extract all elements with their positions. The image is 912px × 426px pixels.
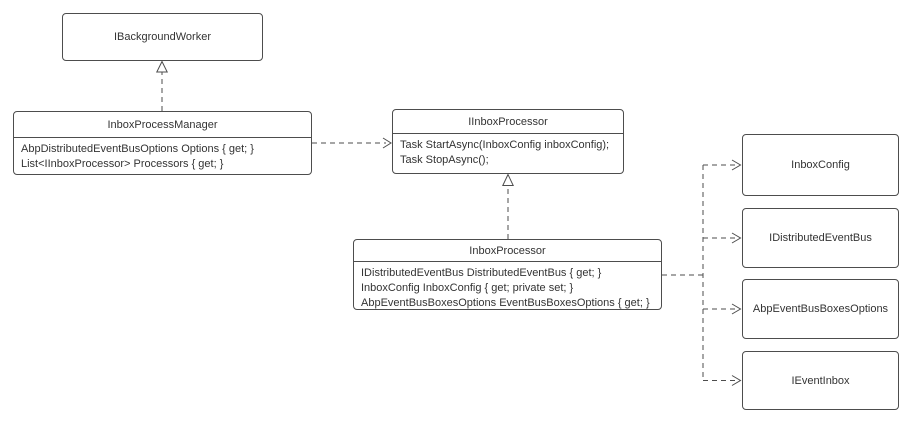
class-member: AbpEventBusBoxesOptions EventBusBoxesOpt… [361, 297, 650, 309]
class-node-iinboxprocessor[interactable]: IInboxProcessor Task StartAsync(InboxCon… [392, 109, 624, 174]
class-title: InboxProcessManager [14, 112, 311, 138]
class-node-ibackgroundworker[interactable]: IBackgroundWorker [62, 13, 263, 61]
edge-dependency-inboxprocessmanager-iinboxprocessor [312, 137, 392, 149]
class-title: IBackgroundWorker [113, 31, 211, 43]
class-member: IDistributedEventBus DistributedEventBus… [361, 267, 602, 279]
class-member: Task StopAsync(); [400, 154, 489, 166]
class-title: IDistributedEventBus [769, 232, 872, 244]
class-title: InboxConfig [791, 159, 850, 171]
class-node-inboxprocessor[interactable]: InboxProcessor IDistributedEventBus Dist… [353, 239, 662, 310]
class-title: IEventInbox [791, 374, 850, 387]
class-title: InboxProcessor [354, 240, 661, 262]
class-member: List<IInboxProcessor> Processors { get; … [21, 158, 224, 170]
edge-dependency-inboxprocessor-ieventinbox [703, 375, 742, 386]
class-members: AbpDistributedEventBusOptions Options { … [14, 138, 311, 172]
class-member: InboxConfig InboxConfig { get; private s… [361, 282, 574, 294]
edge-realization-inboxprocessmanager-ibackgroundworker [155, 60, 169, 111]
edge-realization-inboxprocessor-iinboxprocessor [502, 173, 514, 239]
class-node-abpeventbusboxesoptions[interactable]: AbpEventBusBoxesOptions [742, 279, 899, 339]
edge-dependency-trunk-inboxprocessor [662, 165, 704, 381]
edge-dependency-inboxprocessor-inboxconfig [703, 159, 742, 171]
class-title: IInboxProcessor [393, 110, 623, 134]
class-node-idistributedeventbus[interactable]: IDistributedEventBus [742, 208, 899, 268]
class-members: IDistributedEventBus DistributedEventBus… [354, 262, 661, 311]
class-members: Task StartAsync(InboxConfig inboxConfig)… [393, 134, 623, 168]
class-member: AbpDistributedEventBusOptions Options { … [21, 143, 254, 155]
class-node-inboxconfig[interactable]: InboxConfig [742, 134, 899, 196]
class-title: AbpEventBusBoxesOptions [752, 303, 889, 315]
class-node-ieventinbox[interactable]: IEventInbox [742, 351, 899, 410]
class-member: Task StartAsync(InboxConfig inboxConfig)… [400, 139, 610, 151]
edge-dependency-inboxprocessor-abpeventbusboxesoptions [703, 303, 742, 315]
edge-dependency-inboxprocessor-idistributedeventbus [703, 232, 742, 244]
class-node-inboxprocessmanager[interactable]: InboxProcessManager AbpDistributedEventB… [13, 111, 312, 175]
